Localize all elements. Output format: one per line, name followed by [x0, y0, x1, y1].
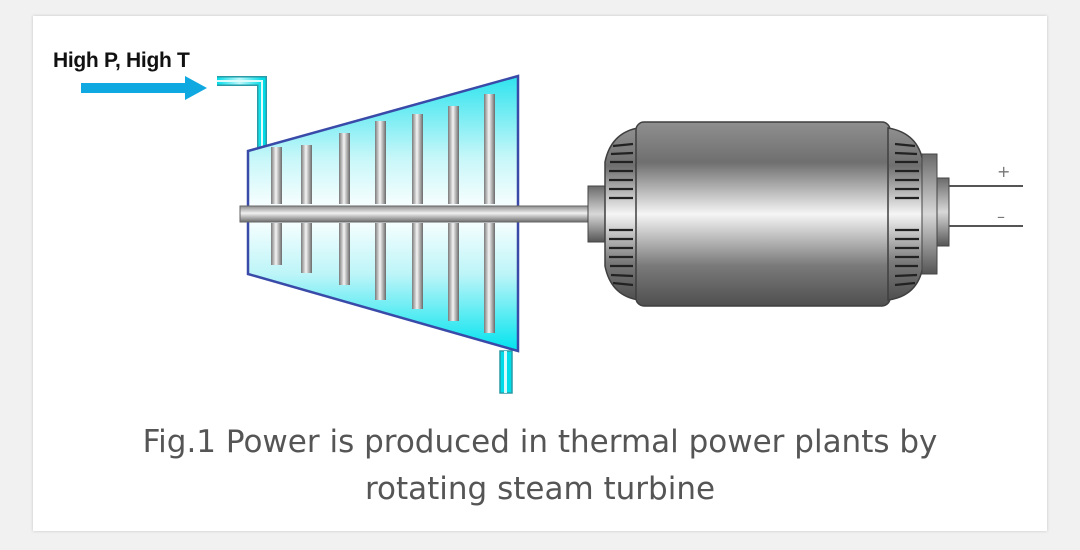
turbine-generator-diagram: + – High P, High T	[33, 16, 1047, 406]
inlet-pipe	[217, 76, 267, 151]
caption-line-2: rotating steam turbine	[364, 471, 716, 507]
turbine-blades	[271, 94, 495, 333]
terminal-plus-label: +	[997, 162, 1010, 181]
steam-inlet-arrow-icon	[81, 76, 207, 100]
vent-slots-left	[609, 142, 634, 287]
shaft-icon	[239, 205, 599, 223]
terminal-minus-label: –	[997, 207, 1005, 226]
vent-slots-right	[894, 142, 919, 287]
caption-line-1: Fig.1 Power is produced in thermal power…	[142, 424, 938, 460]
figure-caption: Fig.1 Power is produced in thermal power…	[33, 419, 1047, 513]
diagram-svg: + –	[81, 74, 1023, 394]
inlet-condition-label: High P, High T	[53, 49, 190, 72]
outlet-pipe	[499, 350, 513, 394]
figure-card: + – High P, High T Fig.1 Power is produc…	[33, 16, 1047, 531]
generator-icon	[587, 121, 950, 307]
output-terminals: + –	[949, 162, 1023, 227]
